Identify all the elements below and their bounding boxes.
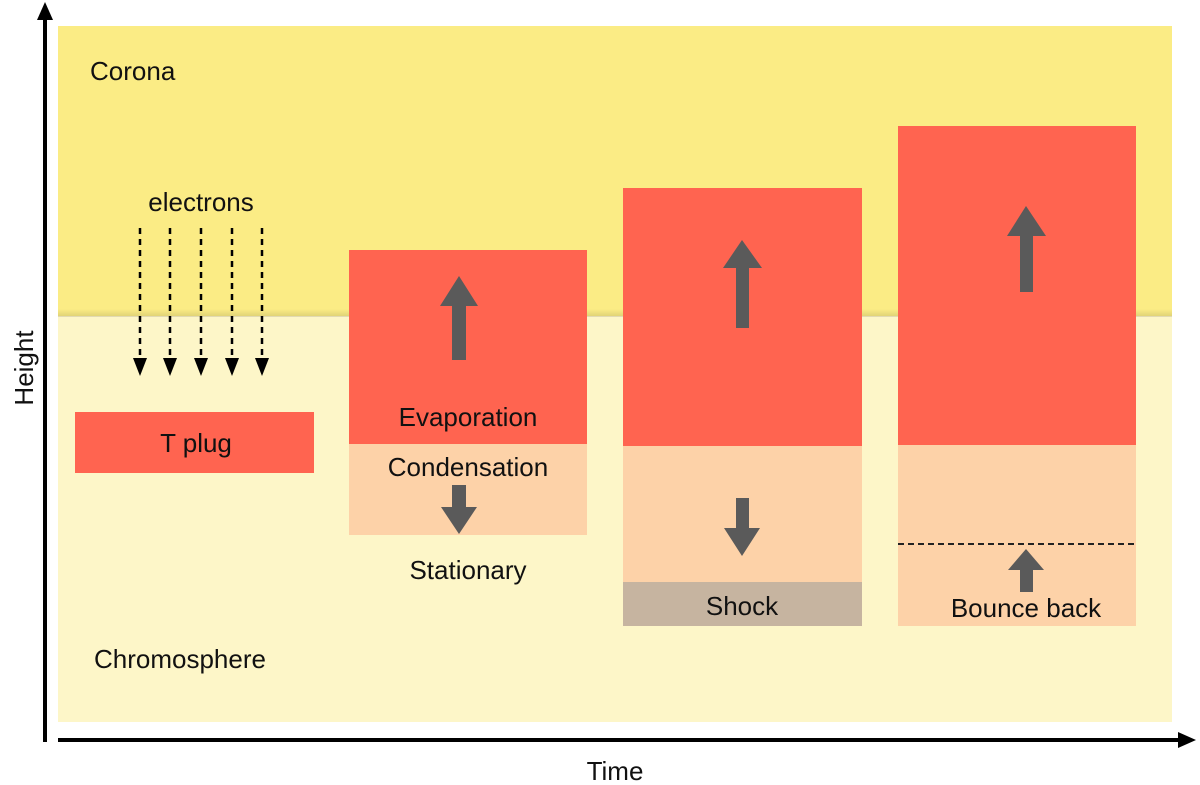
shock-box (623, 582, 862, 626)
electron-arrowhead (163, 358, 177, 376)
evaporation-box (349, 250, 587, 444)
downflow-arrow (441, 485, 477, 534)
condensation-box (898, 445, 1136, 626)
y-axis-arrowhead (37, 2, 53, 20)
t-plug-box (75, 412, 314, 473)
upflow-arrow (723, 240, 762, 328)
electron-arrowhead (133, 358, 147, 376)
bounce-back-label: Bounce back (951, 593, 1102, 623)
corona-label: Corona (90, 56, 176, 86)
electron-arrowhead (255, 358, 269, 376)
stationary-label: Stationary (409, 555, 526, 585)
electron-beam-arrows (138, 228, 264, 360)
electrons-label: electrons (148, 187, 254, 217)
transition-boundary (58, 309, 1172, 317)
downflow-arrow (724, 498, 760, 556)
electron-arrowheads (133, 358, 269, 376)
chromosphere-label: Chromosphere (94, 644, 266, 674)
upflow-arrow (440, 276, 478, 360)
bounce-arrow (1008, 549, 1044, 592)
y-axis-label: Height (9, 330, 39, 406)
x-axis-arrowhead (1178, 732, 1196, 748)
electron-arrowhead (194, 358, 208, 376)
evaporation-box (898, 126, 1136, 445)
t-plug-label: T plug (160, 428, 232, 458)
x-axis-label: Time (587, 756, 644, 785)
shock-label: Shock (706, 591, 779, 621)
condensation-label: Condensation (388, 452, 548, 482)
electron-arrowhead (225, 358, 239, 376)
upflow-arrow (1007, 206, 1046, 292)
evaporation-label: Evaporation (399, 402, 538, 432)
